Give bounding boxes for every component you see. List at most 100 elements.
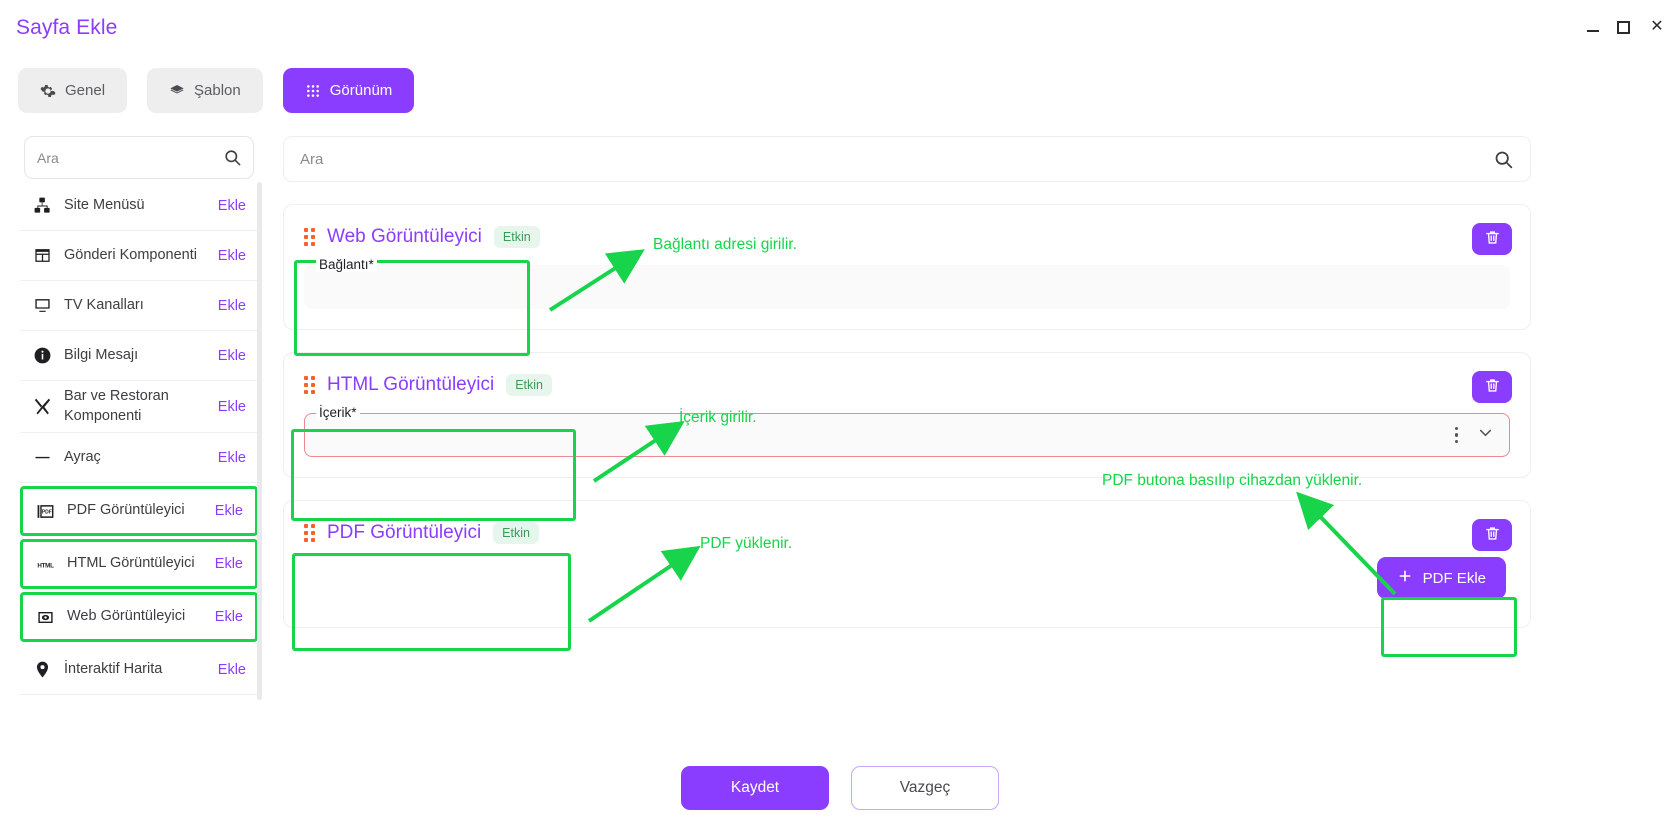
- card-header: PDF Görüntüleyici Etkin: [304, 519, 1510, 547]
- sidebar-item-add-link[interactable]: Ekle: [217, 297, 246, 314]
- add-pdf-button[interactable]: PDF Ekle: [1376, 557, 1506, 599]
- sidebar-item-label: HTML Görüntüleyici: [67, 555, 195, 572]
- card-header: Web Görüntüleyici Etkin: [304, 223, 1510, 251]
- sidebar-item-web-g-r-nt-leyici[interactable]: Web Görüntüleyici Ekle: [20, 592, 258, 643]
- sidebar-item-label: PDF Görüntüleyici: [67, 502, 185, 519]
- sidebar-item-bar-ve-restoran-komponenti[interactable]: Bar ve Restoran Komponenti Ekle: [20, 381, 258, 434]
- pdf-upload-row: PDF Ekle: [304, 557, 1510, 607]
- delete-button[interactable]: [1472, 519, 1512, 551]
- delete-button[interactable]: [1472, 371, 1512, 403]
- cutlery-icon: [30, 397, 54, 416]
- drag-handle-icon[interactable]: [304, 228, 315, 246]
- window-controls: ✕: [1587, 18, 1666, 36]
- tab-row: Genel Şablon Görünüm: [18, 68, 415, 113]
- form-field: Bağlantı*: [304, 257, 1510, 309]
- tab-gorunum[interactable]: Görünüm: [282, 68, 415, 113]
- sidebar-item-add-link[interactable]: Ekle: [217, 398, 246, 415]
- sidebar-item-html-g-r-nt-leyici[interactable]: HTML HTML Görüntüleyici Ekle: [20, 539, 258, 590]
- status-badge: Etkin: [506, 374, 552, 396]
- sidebar-search-input[interactable]: Ara: [24, 136, 254, 179]
- eye-icon: [33, 608, 57, 627]
- sidebar-item-label: Site Menüsü: [64, 196, 145, 213]
- sidebar-item-tv-kanallar[interactable]: TV Kanalları Ekle: [20, 281, 258, 331]
- svg-text:HTML: HTML: [37, 562, 54, 569]
- text-input[interactable]: [304, 265, 1510, 309]
- sidebar-item-bilgi-mesaj[interactable]: Bilgi Mesajı Ekle: [20, 331, 258, 381]
- sidebar-item-label: Bilgi Mesajı: [64, 346, 139, 363]
- sitemap-icon: [30, 196, 54, 215]
- main-search-placeholder: Ara: [300, 150, 324, 168]
- html-icon: HTML: [33, 557, 57, 572]
- sidebar-item-label: TV Kanalları: [64, 296, 144, 313]
- minimize-icon[interactable]: [1587, 23, 1599, 32]
- close-icon[interactable]: ✕: [1650, 18, 1664, 35]
- sidebar-search-placeholder: Ara: [37, 149, 59, 166]
- card-title: PDF Görüntüleyici: [327, 522, 482, 543]
- sidebar-item-g-nderi-komponenti[interactable]: Gönderi Komponenti Ekle: [20, 231, 258, 281]
- card-header: HTML Görüntüleyici Etkin: [304, 371, 1510, 399]
- sidebar-item-add-link[interactable]: Ekle: [214, 503, 243, 520]
- save-button[interactable]: Kaydet: [681, 766, 829, 810]
- layers-icon: [169, 83, 185, 99]
- status-badge: Etkin: [493, 226, 540, 248]
- sidebar-item-add-link[interactable]: Ekle: [217, 197, 246, 214]
- cancel-button[interactable]: Vazgeç: [851, 766, 999, 810]
- card-title: HTML Görüntüleyici: [327, 374, 495, 395]
- map-pin-icon: [30, 660, 54, 679]
- main-search-input[interactable]: Ara: [283, 136, 1531, 182]
- sidebar-item-label: Web Görüntüleyici: [67, 608, 186, 625]
- add-pdf-label: PDF Ekle: [1422, 569, 1486, 587]
- tab-genel[interactable]: Genel: [18, 68, 128, 113]
- sidebar-item-add-link[interactable]: Ekle: [217, 449, 246, 466]
- info-icon: [30, 346, 54, 365]
- trash-icon: [1484, 229, 1501, 249]
- monitor-icon: [30, 296, 54, 315]
- sidebar-item-add-link[interactable]: Ekle: [217, 247, 246, 264]
- sidebar-item-label: Gönderi Komponenti: [64, 246, 197, 263]
- search-icon[interactable]: [223, 148, 242, 172]
- gear-icon: [40, 83, 56, 99]
- field-tools: [1454, 423, 1496, 447]
- search-icon[interactable]: [1493, 149, 1514, 175]
- drag-handle-icon[interactable]: [304, 376, 315, 394]
- sidebar-item-ayra[interactable]: Ayraç Ekle: [20, 433, 258, 484]
- pdf-icon: PDF: [33, 502, 57, 521]
- sidebar-item-site-men-s[interactable]: Site Menüsü Ekle: [20, 181, 258, 231]
- svg-text:PDF: PDF: [41, 509, 51, 515]
- sidebar-item-add-link[interactable]: Ekle: [214, 609, 243, 626]
- sidebar-item-label: Ayraç: [64, 448, 101, 465]
- sidebar-item-add-link[interactable]: Ekle: [217, 661, 246, 678]
- tab-label: Görünüm: [329, 82, 393, 99]
- tab-sablon[interactable]: Şablon: [147, 68, 263, 113]
- drag-handle-icon[interactable]: [304, 524, 315, 542]
- grid-icon: [305, 83, 321, 99]
- sidebar-scrollbar[interactable]: [257, 182, 262, 700]
- sidebar-item-add-link[interactable]: Ekle: [214, 556, 243, 573]
- dialog-footer: Kaydet Vazgeç: [0, 766, 1680, 810]
- sidebar-item-pdf-g-r-nt-leyici[interactable]: PDF PDF Görüntüleyici Ekle: [20, 486, 258, 537]
- chevron-down-icon[interactable]: [1476, 423, 1495, 447]
- divider-icon: [30, 448, 54, 467]
- form-field: İçerik*: [304, 405, 1510, 457]
- card-title: Web Görüntüleyici: [327, 226, 482, 247]
- trash-icon: [1484, 525, 1501, 545]
- text-input[interactable]: [304, 413, 1510, 457]
- more-options-icon[interactable]: [1454, 426, 1458, 444]
- sidebar-item-add-link[interactable]: Ekle: [217, 347, 246, 364]
- delete-button[interactable]: [1472, 223, 1512, 255]
- plus-icon: [1397, 568, 1413, 588]
- trash-icon: [1484, 377, 1501, 397]
- sidebar-item-label: Bar ve Restoran Komponenti: [64, 388, 169, 424]
- maximize-icon[interactable]: [1617, 20, 1630, 34]
- status-badge: Etkin: [493, 522, 539, 544]
- page-title: Sayfa Ekle: [16, 16, 118, 39]
- field-label: Bağlantı*: [316, 257, 377, 272]
